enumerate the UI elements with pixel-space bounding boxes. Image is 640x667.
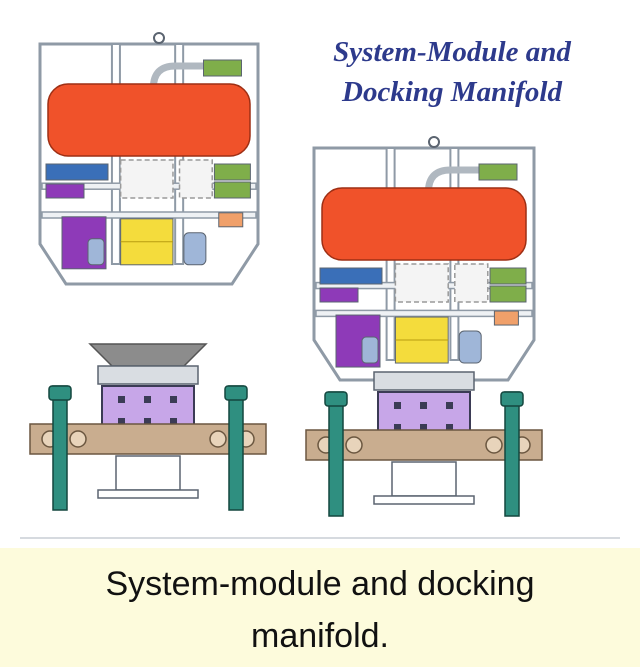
right-module-valve-top bbox=[478, 163, 518, 181]
left-module-gravel-bay-2 bbox=[178, 159, 213, 199]
left-manifold-bolt-0-0 bbox=[118, 396, 125, 403]
left-module-orange-tag bbox=[218, 212, 244, 228]
right-manifold-bolt-1-0 bbox=[394, 424, 401, 431]
left-manifold-bolt-1-2 bbox=[170, 418, 177, 425]
left-manifold-pile-cap-1 bbox=[224, 385, 248, 401]
right-manifold-pile-1 bbox=[504, 391, 520, 517]
left-manifold-plinth bbox=[115, 455, 181, 491]
left-module-blue-pump bbox=[45, 163, 109, 181]
right-manifold-base-bolt-1 bbox=[345, 436, 363, 454]
caption-bar: System-module and docking manifold. bbox=[0, 548, 640, 667]
right-manifold-bolt-1-1 bbox=[420, 424, 427, 431]
left-manifold-bolt-0-2 bbox=[170, 396, 177, 403]
left-manifold-pile-1 bbox=[228, 385, 244, 511]
right-manifold-bolt-0-0 bbox=[394, 402, 401, 409]
right-module-pressure-tank bbox=[321, 187, 527, 261]
right-module-green-valve-2 bbox=[489, 285, 527, 303]
diagram-title-line2: Docking Manifold bbox=[341, 76, 562, 108]
left-module-bottle-1 bbox=[87, 238, 105, 266]
left-manifold-funnel bbox=[88, 343, 208, 367]
left-module-gravel-bay bbox=[119, 159, 174, 199]
right-manifold-bolt-0-2 bbox=[446, 402, 453, 409]
left-manifold-base-bolt-2 bbox=[209, 430, 227, 448]
left-module-lift-eye bbox=[153, 32, 165, 44]
right-manifold-plinth-foot bbox=[373, 495, 475, 505]
right-module-deck-1 bbox=[315, 309, 533, 318]
left-manifold-pile-cap-0 bbox=[48, 385, 72, 401]
left-manifold-bolt-1-1 bbox=[144, 418, 151, 425]
right-manifold-bolt-1-2 bbox=[446, 424, 453, 431]
right-manifold-bolt-0-1 bbox=[420, 402, 427, 409]
left-assembly bbox=[29, 32, 267, 511]
right-manifold-base-bolt-2 bbox=[485, 436, 503, 454]
left-module-bottle-2 bbox=[183, 232, 207, 266]
left-manifold-base-bolt-1 bbox=[69, 430, 87, 448]
left-module-green-valve-1 bbox=[213, 163, 251, 181]
left-module-purple-unit bbox=[45, 183, 85, 199]
right-module-gravel-bay bbox=[394, 263, 449, 303]
left-module-deck-1 bbox=[41, 211, 257, 219]
right-module-gravel-bay-2 bbox=[454, 263, 489, 303]
right-assembly bbox=[305, 136, 543, 517]
right-module-green-valve-1 bbox=[489, 267, 527, 285]
left-manifold-bolt-0-1 bbox=[144, 396, 151, 403]
right-manifold-housing-top bbox=[373, 371, 475, 391]
right-module-orange-tag bbox=[493, 310, 519, 326]
figure-caption: System-module and docking manifold. bbox=[105, 565, 535, 655]
diagram-title-line1: System-Module and bbox=[333, 36, 571, 68]
right-manifold-plinth bbox=[391, 461, 457, 497]
right-module-blue-pump bbox=[319, 267, 383, 285]
right-manifold-pile-cap-0 bbox=[324, 391, 348, 407]
left-manifold-pile-0 bbox=[52, 385, 68, 511]
left-manifold-bolt-1-0 bbox=[118, 418, 125, 425]
system-module-diagram: System-Module and Docking Manifold bbox=[20, 32, 620, 539]
left-module-green-valve-2 bbox=[213, 181, 251, 199]
left-manifold-plinth-foot bbox=[97, 489, 199, 499]
right-module-bottle-2 bbox=[458, 330, 482, 364]
right-manifold-pile-0 bbox=[328, 391, 344, 517]
left-module-pressure-tank bbox=[47, 83, 251, 157]
left-manifold-housing-top bbox=[97, 365, 199, 385]
right-manifold-pile-cap-1 bbox=[500, 391, 524, 407]
right-module-purple-unit bbox=[319, 287, 359, 303]
right-module-lift-eye bbox=[428, 136, 440, 148]
left-module-valve-top bbox=[203, 59, 242, 77]
right-module-bottle-1 bbox=[361, 336, 379, 364]
